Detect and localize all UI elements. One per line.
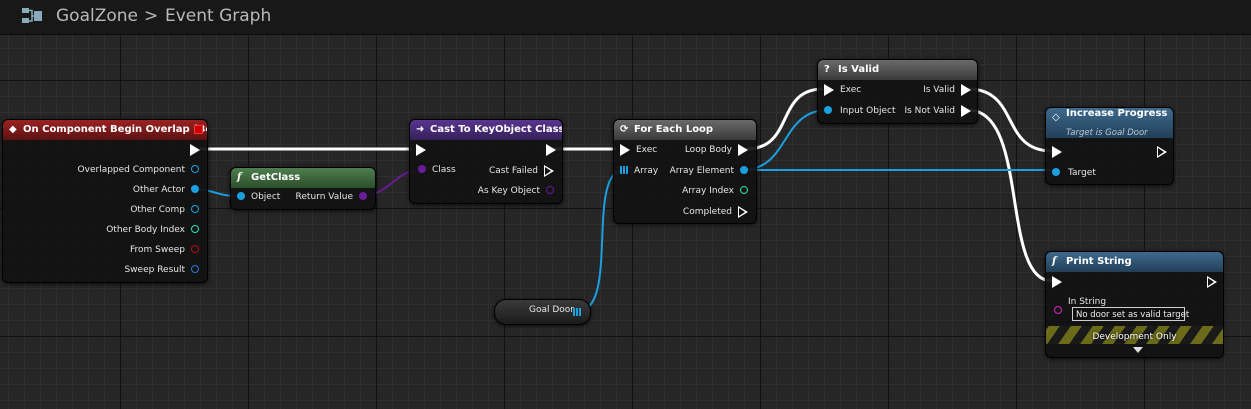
call-node-increase-progress[interactable]: ◇ Increase Progress Target is Goal Door … bbox=[1045, 107, 1174, 185]
pin-other-body-index[interactable]: Other Body Index bbox=[106, 223, 199, 237]
pin-other-comp[interactable]: Other Comp bbox=[130, 203, 199, 217]
pin-is-not-valid[interactable]: Is Not Valid bbox=[904, 104, 971, 118]
loop-icon: ⟳ bbox=[620, 124, 629, 135]
pin-other-actor[interactable]: Other Actor bbox=[133, 183, 199, 197]
development-only-stripes bbox=[1046, 326, 1223, 344]
breadcrumb-graph[interactable]: Event Graph bbox=[165, 6, 272, 26]
pin-sweep-result[interactable]: Sweep Result bbox=[124, 263, 199, 277]
pin-from-sweep[interactable]: From Sweep bbox=[130, 243, 199, 257]
pin-cast-failed[interactable]: Cast Failed bbox=[489, 164, 554, 178]
pin-loop-body[interactable]: Loop Body bbox=[685, 143, 748, 157]
pin-input-object[interactable]: Input Object bbox=[824, 104, 895, 118]
array-grid-icon[interactable] bbox=[573, 308, 581, 316]
pin-array-input[interactable]: Array bbox=[620, 164, 658, 178]
function-node-getclass[interactable]: f GetClass Object Return Value bbox=[230, 167, 376, 210]
pin-array-index[interactable]: Array Index bbox=[682, 184, 748, 198]
event-diamond-icon: ◆ bbox=[9, 124, 17, 135]
exec-output-pin[interactable] bbox=[1207, 276, 1217, 288]
event-diamond-icon: ◇ bbox=[1052, 112, 1060, 123]
breadcrumb-blueprint[interactable]: GoalZone bbox=[56, 6, 138, 26]
pin-exec-input[interactable]: Exec bbox=[620, 143, 657, 157]
pin-completed[interactable]: Completed bbox=[683, 205, 748, 219]
pin-class-input[interactable]: Class bbox=[418, 163, 456, 177]
event-node-header: ◆ On Component Begin Overlap (Box) bbox=[3, 120, 207, 140]
exec-wire-notvalid-print bbox=[967, 108, 1053, 283]
question-icon: ? bbox=[824, 64, 830, 75]
exec-output-pin[interactable] bbox=[546, 144, 556, 156]
development-only-label: Development Only bbox=[1092, 332, 1177, 342]
exec-input-pin[interactable] bbox=[1052, 276, 1062, 288]
blueprint-graph-icon bbox=[22, 8, 42, 23]
graph-tab-bar: GoalZone > Event Graph bbox=[0, 0, 1251, 35]
array-grid-icon bbox=[620, 166, 628, 174]
cast-node-keyobject-class[interactable]: ➜ Cast To KeyObject Class Class Cast Fai… bbox=[409, 119, 563, 204]
breadcrumb-separator: > bbox=[144, 6, 159, 26]
function-icon: f bbox=[1052, 256, 1057, 267]
exec-wire-foreach-isvalid bbox=[745, 87, 824, 151]
exec-output-pin[interactable] bbox=[1157, 146, 1167, 158]
pin-in-string[interactable] bbox=[1054, 306, 1062, 314]
pin-array-element[interactable]: Array Element bbox=[670, 164, 748, 178]
exec-input-pin[interactable] bbox=[1052, 146, 1062, 158]
in-string-value-field[interactable]: No door set as valid target bbox=[1072, 307, 1189, 321]
variable-getter-goal-door[interactable]: Goal Door bbox=[494, 299, 591, 325]
pin-is-valid[interactable]: Is Valid bbox=[923, 83, 971, 97]
pin-overlapped-component[interactable]: Overlapped Component bbox=[78, 163, 199, 177]
delegate-pin-icon[interactable] bbox=[194, 125, 203, 134]
pin-as-key-object[interactable]: As Key Object bbox=[478, 184, 554, 198]
pin-target[interactable]: Target bbox=[1052, 166, 1096, 180]
expand-arrow-icon[interactable] bbox=[1133, 347, 1143, 353]
function-node-print-string[interactable]: f Print String In String Development Onl… bbox=[1045, 251, 1224, 358]
function-icon: f bbox=[237, 172, 242, 183]
event-node-component-begin-overlap[interactable]: ◆ On Component Begin Overlap (Box) Overl… bbox=[2, 119, 208, 283]
pin-return-value[interactable]: Return Value bbox=[296, 190, 367, 204]
macro-node-is-valid[interactable]: ? Is Valid Exec Input Object Is Valid Is… bbox=[817, 59, 978, 124]
macro-node-for-each-loop[interactable]: ⟳ For Each Loop Exec Array Loop Body Arr… bbox=[613, 119, 757, 224]
exec-input-pin[interactable] bbox=[416, 144, 426, 156]
exec-output-pin[interactable] bbox=[190, 144, 200, 156]
pin-exec-input[interactable]: Exec bbox=[824, 83, 861, 97]
pin-object-input[interactable]: Object bbox=[237, 190, 280, 204]
in-string-label: In String bbox=[1068, 297, 1107, 307]
cast-arrow-icon: ➜ bbox=[416, 124, 425, 135]
exec-wire-isvalid-increase bbox=[967, 87, 1053, 153]
array-wire-goaldoor-array bbox=[577, 169, 625, 312]
